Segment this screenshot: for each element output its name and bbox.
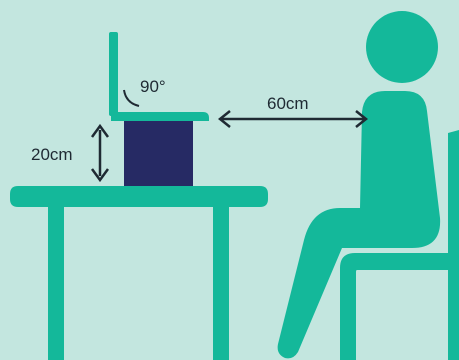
laptop-angle-label: 90° xyxy=(140,77,166,96)
chair-seat xyxy=(340,253,459,360)
laptop-stand xyxy=(124,121,193,186)
chair-back xyxy=(448,130,459,360)
person-body xyxy=(278,91,440,358)
person-head xyxy=(366,11,438,83)
distance-arrow xyxy=(220,111,366,127)
screen-distance-label: 60cm xyxy=(267,94,309,113)
height-arrow xyxy=(92,126,108,180)
desk xyxy=(10,186,268,360)
person xyxy=(278,11,440,358)
desk-top xyxy=(10,186,268,207)
stand-height-label: 20cm xyxy=(31,145,73,164)
laptop-base xyxy=(111,112,209,121)
angle-indicator xyxy=(124,90,139,106)
laptop-screen xyxy=(109,32,118,116)
desk-leg-right xyxy=(213,207,229,360)
angle-arc xyxy=(124,90,139,106)
desk-leg-left xyxy=(48,207,64,360)
